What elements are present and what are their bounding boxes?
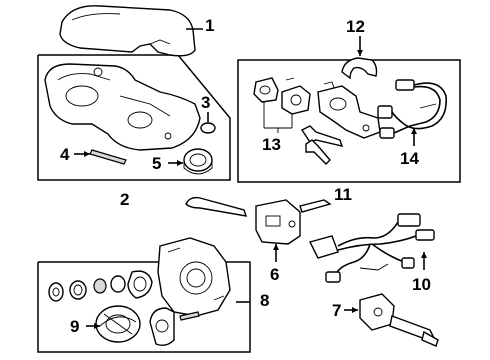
frame-ignition-lock — [237, 59, 461, 183]
callout-12: 12 — [346, 17, 365, 36]
callout-10: 10 — [412, 275, 431, 294]
ignition-harness — [377, 79, 448, 139]
clip-ring — [200, 122, 216, 134]
ignition-keys — [300, 125, 344, 165]
leader-4-arrow — [84, 151, 90, 157]
callout-4: 4 — [60, 145, 70, 164]
turn-signal-switch — [359, 293, 439, 347]
callout-5: 5 — [152, 154, 161, 173]
switch-housing — [157, 237, 231, 317]
leader-12-arrow — [357, 50, 363, 56]
upper-column-cover — [59, 5, 196, 57]
cable-reel-harness — [308, 213, 435, 283]
leader-10-arrow — [421, 252, 427, 258]
switch-small-parts — [48, 270, 153, 302]
callout-7: 7 — [332, 301, 341, 320]
callout-11: 11 — [334, 185, 352, 204]
leader-6-arrow — [273, 244, 279, 250]
leader-9-arrow — [94, 323, 100, 329]
cable-reel — [95, 305, 141, 343]
lower-column-cover — [44, 63, 201, 151]
steering-lock-body — [317, 81, 381, 139]
lock-cylinder — [253, 77, 279, 103]
retaining-screw — [179, 311, 200, 321]
callout-9: 9 — [70, 317, 79, 336]
leader-5-arrow — [177, 160, 183, 166]
callout-1: 1 — [205, 16, 214, 35]
callout-13: 13 — [262, 135, 281, 154]
callout-2: 2 — [120, 190, 129, 209]
lock-housing-small — [281, 77, 311, 115]
leader-14-arrow — [411, 128, 417, 134]
callout-6: 6 — [270, 265, 279, 284]
frame-column-covers — [37, 54, 231, 181]
callout-3: 3 — [201, 93, 210, 112]
tape-strip — [89, 149, 127, 165]
lock-cover-bracket — [341, 57, 378, 80]
lock-collar — [149, 307, 175, 347]
callout-8: 8 — [260, 291, 269, 310]
wiper-switch — [185, 196, 332, 245]
leader-7-arrow — [352, 307, 358, 313]
bushing — [183, 148, 213, 175]
callout-14: 14 — [400, 149, 419, 168]
